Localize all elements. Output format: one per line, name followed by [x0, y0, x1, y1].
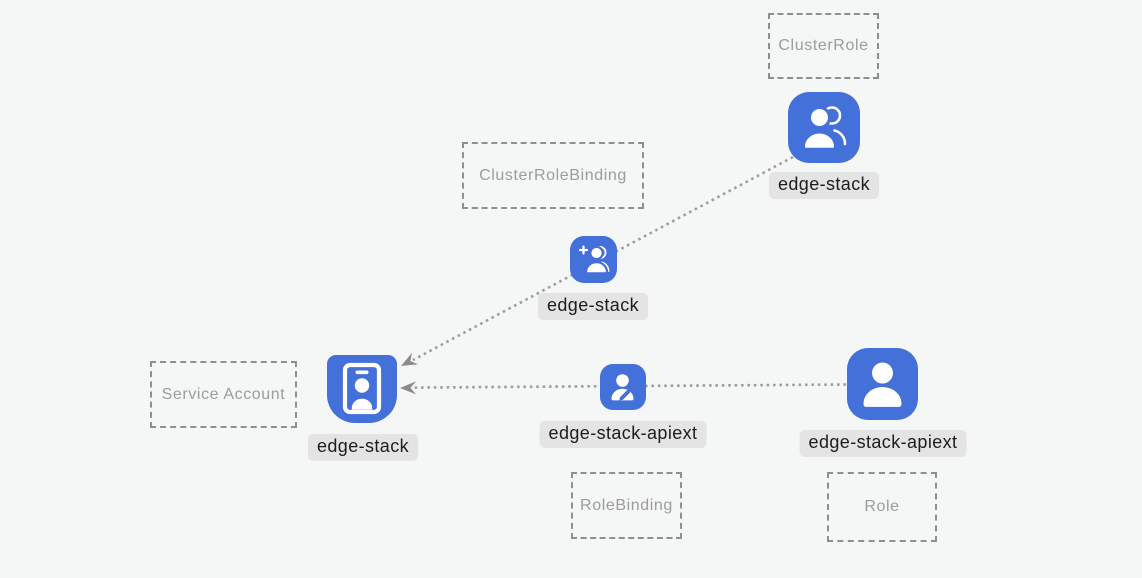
arrowhead-icon	[401, 352, 419, 366]
serviceaccount-name-label: edge-stack	[307, 434, 419, 461]
clusterrolebinding-name-label: edge-stack	[537, 293, 649, 320]
clusterrolebinding-node[interactable]	[570, 236, 617, 283]
role-name-label: edge-stack-apiext	[799, 430, 967, 457]
kind-label-clusterrolebinding: ClusterRoleBinding	[479, 166, 627, 184]
rolebinding-name-label: edge-stack-apiext	[539, 421, 707, 448]
kind-label-serviceaccount: Service Account	[161, 385, 286, 403]
rolebinding-node[interactable]	[600, 364, 646, 410]
kind-box-rolebinding: RoleBinding	[571, 472, 682, 539]
id-badge-icon	[342, 362, 382, 415]
clusterrole-name-label: edge-stack	[768, 172, 880, 199]
edge-clusterrole-to-serviceaccount	[401, 155, 794, 366]
user-plus-icon	[578, 245, 610, 275]
kind-label-rolebinding: RoleBinding	[580, 496, 673, 514]
kind-label-role: Role	[864, 498, 900, 515]
role-node[interactable]	[847, 348, 918, 420]
kind-box-serviceaccount: Service Account	[150, 361, 297, 428]
arrowhead-icon	[400, 381, 417, 395]
serviceaccount-node[interactable]	[327, 355, 397, 423]
user-icon	[863, 362, 902, 407]
kind-box-clusterrole: ClusterRole	[768, 13, 879, 79]
kind-box-role: Role	[827, 472, 937, 542]
kind-label-clusterrole: ClusterRole	[778, 37, 869, 54]
pencil-glyph	[619, 389, 631, 401]
edge-role-to-serviceaccount	[400, 381, 847, 395]
kind-box-clusterrolebinding: ClusterRoleBinding	[462, 142, 644, 209]
users-icon	[802, 106, 847, 151]
user-edit-icon	[611, 374, 634, 401]
clusterrole-node[interactable]	[788, 92, 860, 163]
